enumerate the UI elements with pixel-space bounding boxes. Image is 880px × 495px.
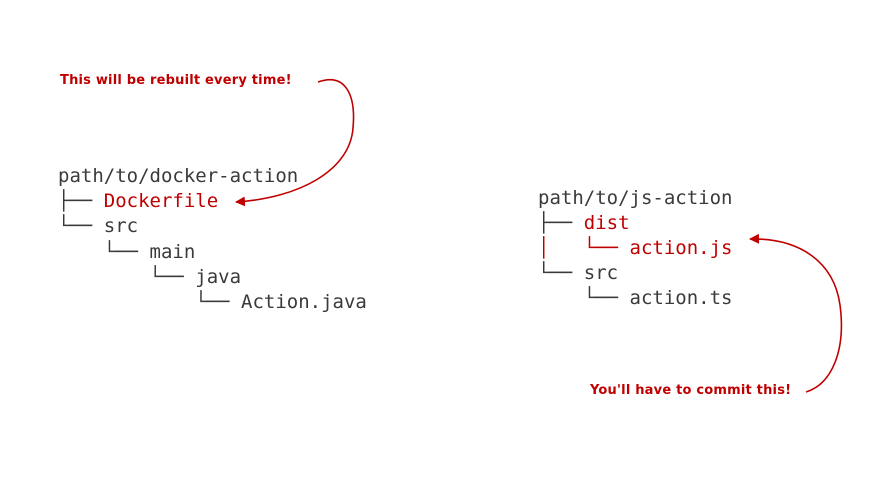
js-tree-line-dist: ├── dist — [538, 211, 630, 236]
tree-branch: ├── — [538, 212, 584, 234]
dist-folder-label: dist — [583, 212, 630, 234]
action-java-label: Action.java — [241, 291, 367, 313]
tree-branch: └── — [538, 262, 584, 284]
commit-annotation: You'll have to commit this! — [590, 383, 792, 398]
docker-tree-line-java: └── java — [58, 265, 242, 290]
src-folder-label: src — [583, 262, 619, 284]
rebuilt-annotation: This will be rebuilt every time! — [60, 73, 292, 88]
tree-branch: └── — [58, 215, 104, 237]
java-folder-label: java — [195, 266, 242, 288]
arrow-to-action-js — [749, 233, 843, 393]
tree-branch: ├── — [58, 190, 104, 212]
js-tree-line-action-ts: └── action.ts — [538, 286, 733, 311]
tree-branch: │ └── — [538, 237, 630, 259]
tree-branch: └── — [538, 287, 630, 309]
docker-tree-line-dockerfile: ├── Dockerfile — [58, 189, 218, 214]
docker-tree-line-src: └── src — [58, 214, 138, 239]
js-tree-line-src: └── src — [538, 261, 618, 286]
dockerfile-label: Dockerfile — [103, 190, 219, 212]
docker-tree-line-main: └── main — [58, 240, 196, 265]
docker-tree-line-action-java: └── Action.java — [58, 290, 367, 315]
tree-branch: └── — [58, 291, 242, 313]
main-folder-label: main — [149, 241, 196, 263]
tree-branch: └── — [58, 266, 196, 288]
action-ts-label: action.ts — [629, 287, 733, 309]
action-js-label: action.js — [629, 237, 733, 259]
tree-branch: └── — [58, 241, 150, 263]
js-tree-root: path/to/js-action — [538, 187, 733, 209]
js-tree-line-action-js: │ └── action.js — [538, 236, 732, 261]
src-folder-label: src — [103, 215, 139, 237]
docker-tree-root: path/to/docker-action — [58, 165, 299, 187]
